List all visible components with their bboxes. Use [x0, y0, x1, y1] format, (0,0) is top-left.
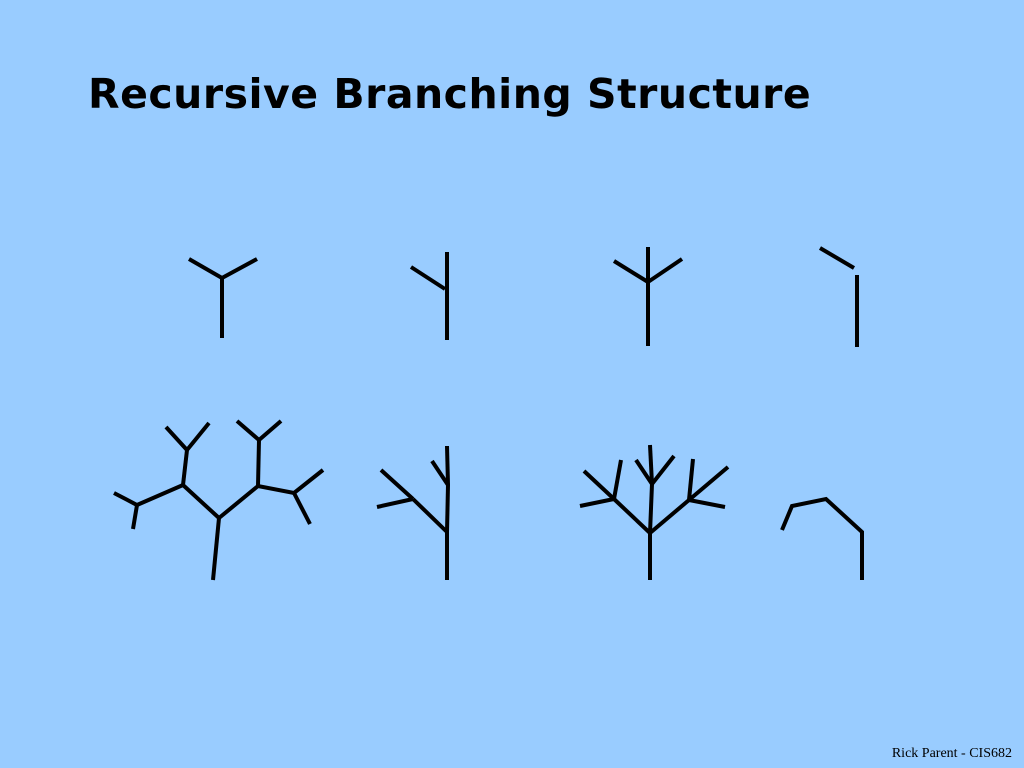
slide-title: Recursive Branching Structure — [88, 70, 812, 118]
branch-pattern-three — [612, 247, 684, 346]
branch-pattern-y — [188, 257, 258, 338]
branch-pattern-offset — [818, 246, 859, 347]
slide-footer: Rick Parent - CIS682 — [891, 746, 1012, 761]
recursive-tree-y — [113, 419, 325, 581]
recursive-tree-three — [579, 444, 730, 580]
recursive-tree-offset — [780, 496, 864, 580]
recursive-tree-left — [376, 445, 450, 580]
branch-pattern-left — [409, 252, 449, 340]
